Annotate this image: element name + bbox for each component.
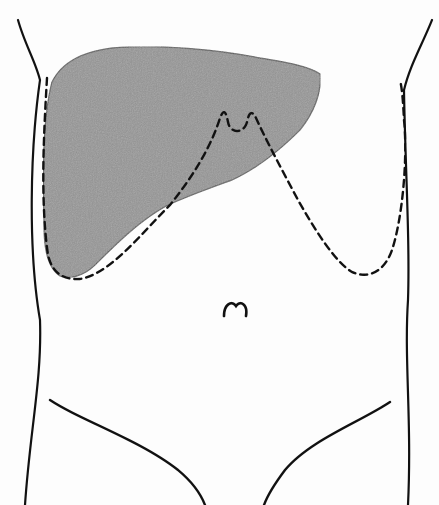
- torso-left-outline: [18, 20, 40, 505]
- pelvic-line-right: [264, 402, 390, 505]
- torso-right-outline: [404, 20, 432, 505]
- pelvic-line-left: [50, 400, 205, 505]
- navel-mark: [224, 303, 246, 316]
